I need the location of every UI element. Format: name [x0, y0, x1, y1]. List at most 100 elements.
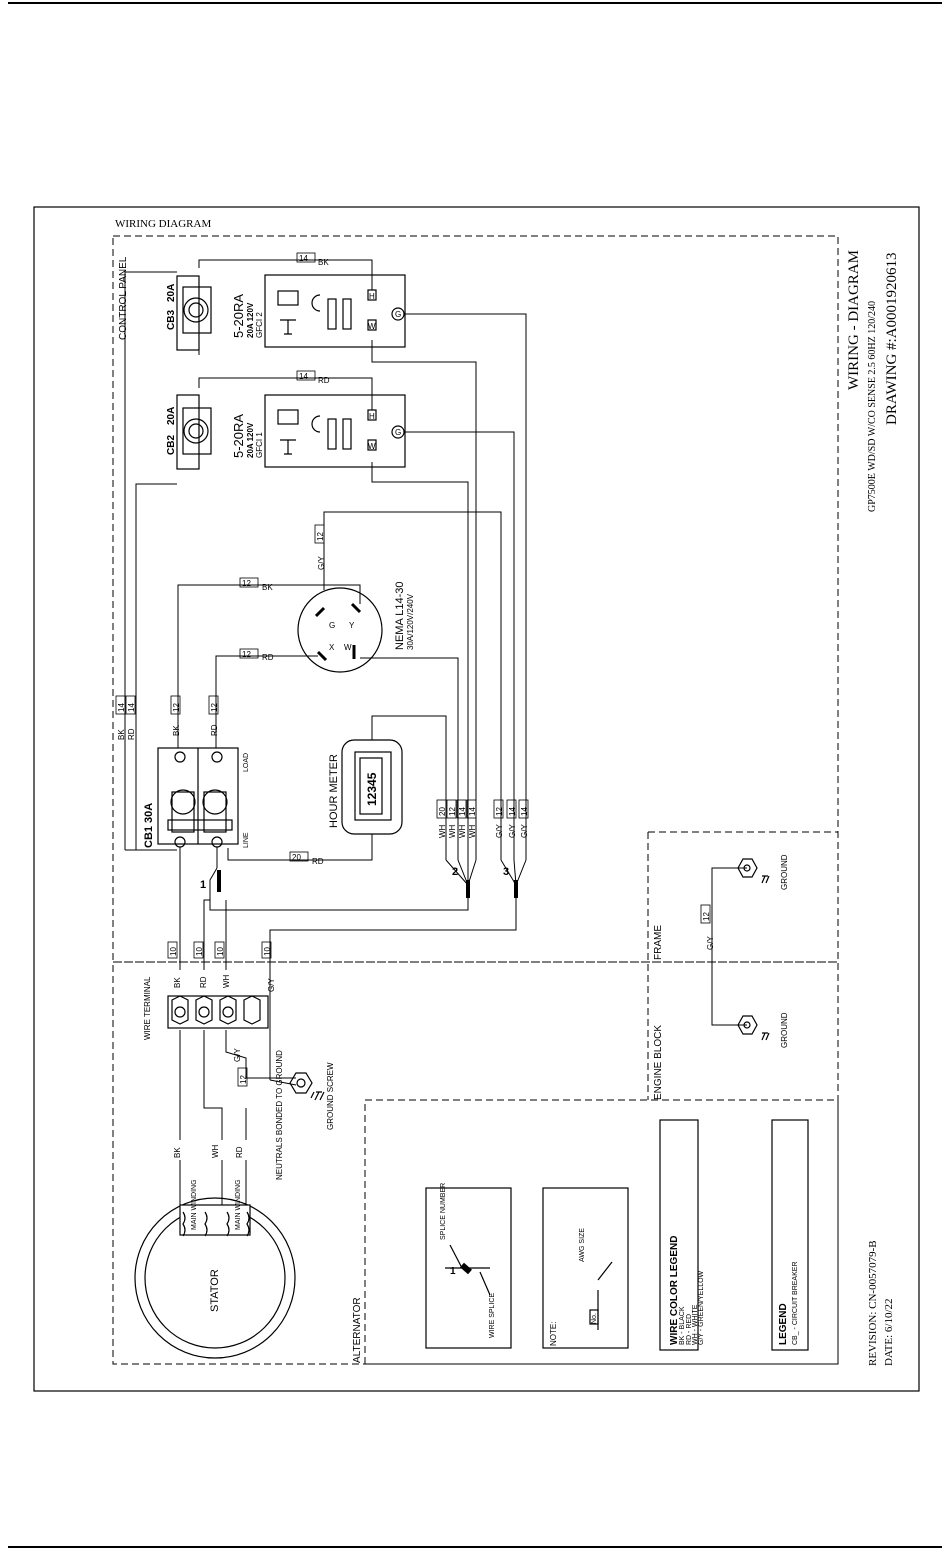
lbl-n-wh2: WH	[448, 824, 457, 838]
gauge-cb3: 14	[299, 254, 308, 263]
gfci1-g: G	[395, 428, 401, 437]
nema-g: G	[329, 621, 335, 630]
cb3-rating: 20A	[166, 284, 177, 302]
wire-terminal-block	[167, 995, 269, 1029]
legend-box	[771, 1119, 809, 1351]
gauge-frame: 12	[702, 912, 711, 921]
gauge-feed-bk: 14	[117, 703, 126, 712]
gauge-hm-rd: 20	[292, 853, 301, 862]
wire-color-item-0: BK - BLACK	[679, 1306, 686, 1345]
lbl-cb3-bk: BK	[318, 258, 329, 267]
lbl-load-bk: BK	[172, 725, 181, 736]
gfci2-type: 5-20RA	[231, 294, 246, 338]
lbl-g-gy1: G/Y	[495, 824, 504, 838]
gauge-gs: 12	[239, 1075, 248, 1084]
frame-title: WIRING DIAGRAM	[115, 218, 211, 230]
lbl-alt-wh: WH	[211, 1144, 220, 1158]
frame-label: FRAME	[653, 925, 664, 960]
gauge-n3: 14	[468, 807, 477, 816]
note-label: NOTE:	[549, 1322, 558, 1346]
cb2-rating: 20A	[166, 407, 177, 425]
gauge-n2: 14	[458, 807, 467, 816]
lbl-t-wh: WH	[222, 974, 231, 988]
note-awg: AWG SIZE	[579, 1228, 586, 1262]
gauge-t-wh: 10	[216, 947, 225, 956]
lbl-t-rd: RD	[199, 976, 208, 988]
lbl-nema-rd: RD	[262, 653, 274, 662]
control-panel-label: CONTROL PANEL	[118, 256, 129, 340]
splice-1-label: 1	[200, 879, 206, 891]
splice-legend-box	[425, 1187, 512, 1349]
cb1-breaker	[157, 747, 239, 848]
lbl-gs-gy: G/Y	[233, 1048, 242, 1062]
lbl-nema-gy: G/Y	[317, 556, 326, 570]
cb1-load: LOAD	[243, 753, 250, 772]
stator	[134, 1197, 296, 1359]
bottom-rule	[8, 1546, 942, 1548]
gfci1-type: 5-20RA	[231, 414, 246, 458]
lbl-feed-bk: BK	[117, 729, 126, 740]
gfci2-label: GFCI 2	[255, 312, 264, 338]
gauge-t-bk: 10	[169, 947, 178, 956]
lbl-n-wh1: WH	[438, 824, 447, 838]
gauge-nema-bk: 12	[242, 579, 251, 588]
model-text: GP7500E WD/SD W/CO SENSE 2.5 60HZ 120/24…	[867, 301, 878, 512]
wire-splice-text: WIRE SPLICE	[489, 1293, 496, 1338]
frame-grounds	[737, 858, 770, 1041]
alternator-label: ALTERNATOR	[352, 1297, 363, 1363]
legend-item-0: CB_ - CIRCUIT BREAKER	[792, 1262, 799, 1346]
cb3-breaker	[176, 275, 212, 351]
legend-title: LEGEND	[778, 1303, 789, 1345]
nema-name: NEMA L14-30	[394, 582, 406, 650]
gauge-g2: 14	[508, 807, 517, 816]
lbl-alt-bk: BK	[173, 1147, 182, 1158]
revision-text: REVISION: CN-0057079-B	[867, 1240, 879, 1366]
ground-label-2: GROUND	[780, 1012, 789, 1048]
nema-rating: 30A/120V/240V	[406, 593, 415, 650]
gauge-t-gy: 10	[263, 947, 272, 956]
lbl-g-gy2: G/Y	[508, 824, 517, 838]
gauge-feed-rd: 14	[127, 703, 136, 712]
neutrals-note: NEUTRALS BONDED TO GROUND	[275, 1050, 284, 1180]
wire-color-legend-box	[659, 1119, 699, 1351]
splice-3-label: 3	[503, 866, 509, 878]
gauge-load-rd: 12	[210, 703, 219, 712]
gfci1-outlet	[264, 394, 406, 468]
cb1-line: LINE	[243, 832, 250, 848]
date-text: DATE: 6/10/22	[883, 1298, 895, 1366]
lbl-frame-gy: G/Y	[706, 936, 715, 950]
gauge-cb2: 14	[299, 372, 308, 381]
gauge-boxes	[115, 252, 711, 1087]
cb2-label: CB2	[166, 435, 177, 455]
note-box	[542, 1187, 629, 1349]
lbl-alt-rd: RD	[235, 1146, 244, 1158]
wire-color-legend-title: WIRE COLOR LEGEND	[669, 1236, 680, 1345]
nema-x: X	[329, 643, 335, 652]
splice-one-text: 1	[450, 1266, 456, 1277]
lbl-hm-rd: RD	[312, 857, 324, 866]
lbl-cb2-rd: RD	[318, 376, 330, 385]
diagram-frame	[33, 206, 920, 1392]
diagram-title: WIRING - DIAGRAM	[846, 250, 862, 390]
lbl-feed-rd: RD	[127, 728, 136, 740]
wire-color-item-1: RD - RED	[686, 1314, 693, 1345]
gauge-t-rd: 10	[195, 947, 204, 956]
hour-meter-label: HOUR METER	[328, 754, 340, 828]
gauge-g3: 14	[520, 807, 529, 816]
ground-screw-label: GROUND SCREW	[326, 1062, 335, 1130]
gauge-nema-gy: 12	[316, 532, 325, 541]
splice-number-text: SPLICE NUMBER	[440, 1183, 447, 1240]
gfci1-rating: 20A 120V	[246, 422, 255, 458]
lbl-load-rd: RD	[210, 724, 219, 736]
lbl-t-bk: BK	[173, 977, 182, 988]
wire-color-item-3: G/Y - GREEN/YELLOW	[698, 1270, 705, 1345]
gfci2-rating: 20A 120V	[246, 302, 255, 338]
engine-block-label: ENGINE BLOCK	[653, 1025, 664, 1100]
gauge-load-bk: 12	[172, 703, 181, 712]
wire-terminal-label: WIRE TERMINAL	[143, 976, 152, 1040]
dashed-regions	[112, 235, 839, 1365]
gfci2-outlet	[264, 274, 406, 348]
gfci1-label: GFCI 1	[255, 432, 264, 458]
gfci2-w: W	[368, 322, 376, 331]
